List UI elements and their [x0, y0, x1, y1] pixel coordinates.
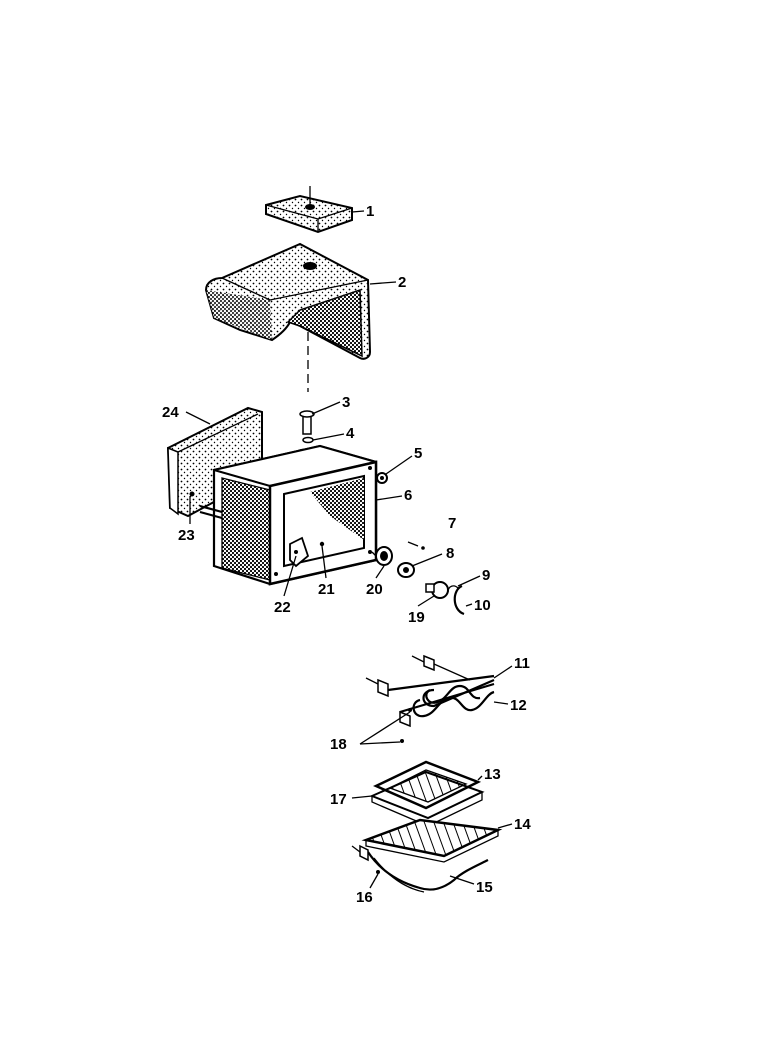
part-21-screw — [319, 541, 325, 547]
callout-12: 12 — [510, 697, 527, 714]
part-19-bulb — [425, 581, 449, 599]
part-8-receptacle — [397, 562, 415, 578]
part-6-oven-liner — [199, 444, 378, 586]
leader-lines — [185, 210, 513, 889]
part-2-insulation-blanket — [204, 242, 372, 360]
callout-23: 23 — [178, 527, 195, 544]
callout-15: 15 — [476, 879, 493, 896]
part-15-wire-guard — [367, 851, 489, 893]
part-3-bolt — [299, 410, 315, 435]
part-13-broiler-grid — [373, 760, 482, 810]
callout-20: 20 — [366, 581, 383, 598]
callout-16: 16 — [356, 889, 373, 906]
callout-2: 2 — [398, 274, 406, 291]
part-9-lens — [447, 585, 459, 593]
callout-14: 14 — [514, 816, 531, 833]
callout-9: 9 — [482, 567, 490, 584]
callout-5: 5 — [414, 445, 422, 462]
part-10-wire-retainer — [453, 584, 465, 616]
callout-13: 13 — [484, 766, 501, 783]
callout-1: 1 — [366, 203, 374, 220]
callout-18: 18 — [330, 736, 347, 753]
part-1-insulation-pad — [265, 186, 353, 234]
callout-21: 21 — [318, 581, 335, 598]
callout-11: 11 — [514, 655, 530, 672]
callout-24: 24 — [162, 404, 179, 421]
part-5-grommet — [376, 472, 388, 484]
callout-17: 17 — [330, 791, 347, 808]
callout-4: 4 — [346, 425, 355, 442]
callout-22: 22 — [274, 599, 291, 616]
callout-19: 19 — [408, 609, 425, 626]
part-14-oven-rack — [361, 818, 503, 863]
part-7-screw — [407, 541, 425, 550]
part-12-bake-element — [365, 674, 495, 728]
part-18-screws — [400, 708, 412, 743]
callout-10: 10 — [474, 597, 491, 614]
callout-8: 8 — [446, 545, 454, 562]
callout-labels: 1 2 3 4 5 6 7 8 9 10 11 12 13 14 15 16 1… — [162, 203, 531, 906]
part-20-light-socket — [371, 546, 393, 566]
callout-6: 6 — [404, 487, 412, 504]
callout-7: 7 — [448, 515, 456, 532]
part-16-rack-support — [351, 844, 380, 874]
part-23-clip — [189, 491, 195, 497]
callout-3: 3 — [342, 394, 350, 411]
